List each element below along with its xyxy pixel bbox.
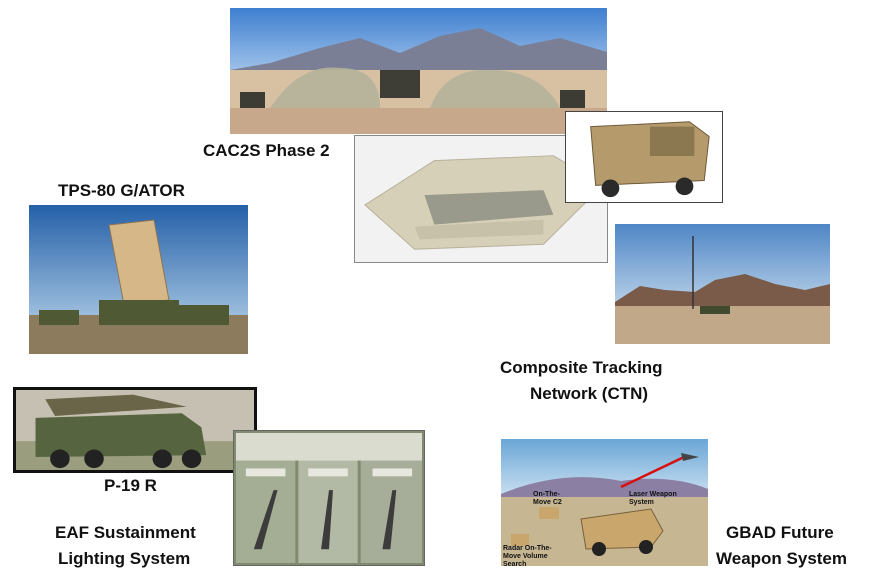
eaf-lighting-graphic	[233, 430, 425, 566]
gbad-label-line2: Weapon System	[716, 549, 848, 568]
p19-photo	[13, 387, 257, 473]
ctn-photo	[615, 224, 830, 344]
gbad-label-line1: GBAD Future	[726, 523, 834, 542]
laser-beam	[620, 455, 685, 489]
cac2s-photo	[230, 8, 607, 134]
cac2s-label: CAC2S Phase 2	[203, 141, 330, 160]
gbad-laser-label: Laser Weapon System	[629, 491, 677, 506]
gbad-diagram: Laser Weapon System On-The-Move C2 Radar…	[501, 439, 708, 566]
eaf-label-line2: Lighting System	[58, 549, 191, 568]
ctn-label-line1: Composite Tracking	[500, 358, 663, 377]
tps80-label: TPS-80 G/ATOR	[58, 181, 185, 200]
gbad-radar-label: Radar On-The-Move Volume Search	[503, 545, 552, 566]
cac2s-trailer-render	[565, 111, 723, 203]
tps80-photo	[29, 205, 248, 354]
eaf-label-line1: EAF Sustainment	[55, 523, 196, 542]
gbad-otm-c2-label: On-The-Move C2	[533, 491, 562, 506]
ctn-label-line2: Network (CTN)	[530, 384, 649, 403]
p19-label: P-19 R	[104, 476, 157, 495]
